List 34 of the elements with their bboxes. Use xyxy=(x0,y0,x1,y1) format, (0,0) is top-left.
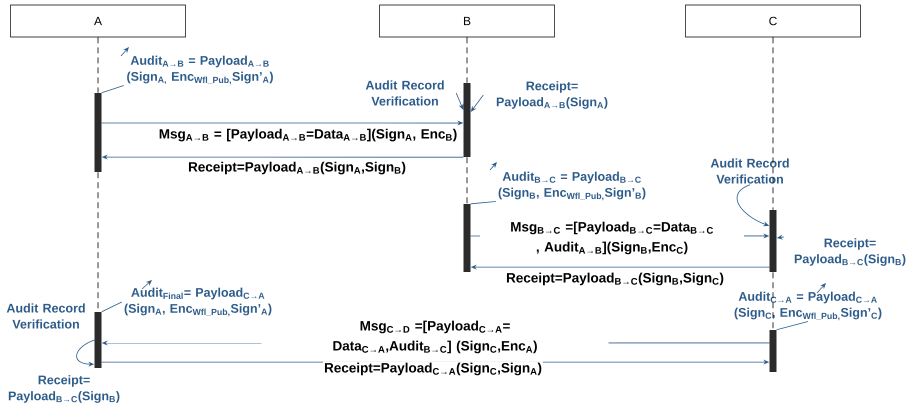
participant-box: B xyxy=(379,4,555,38)
note-text: Audit$_{Final}$= Payload$_{C→A}$ (Sign$_{A}$, Enc$_{Wfl_Pub,}$Sign’$_{A}$) xyxy=(122,286,274,318)
activation-bar xyxy=(464,204,470,272)
arrow xyxy=(470,94,484,112)
leader-line xyxy=(470,201,496,204)
activation-bar xyxy=(770,210,776,272)
note-text: Audit Record Verification xyxy=(354,79,456,107)
note-text: Audit$_{C→A}$ = Payload$_{C→A}$ (Sign$_{C}$, Enc$_{Wfl_Pub,}$Sign’$_{C}$) xyxy=(732,290,884,322)
message-label: Receipt=Payload$_{C→A}$(Sign$_{C}$,Sign$_{A}$) xyxy=(323,362,543,376)
note-text: Receipt= Payload$_{A→B}$(Sign$_{A}$) xyxy=(484,80,620,110)
message-label: Msg$_{C→D}$ =[Payload$_{C→A}$= Data$_{C→A}$,Audit$_{B→C}$] (Sign$_{C}$,Enc$_{A}$) xyxy=(262,320,608,354)
note-text: Receipt= Payload$_{B→C}$(Sign$_{B}$) xyxy=(0,374,130,404)
leader-line xyxy=(101,302,122,312)
note-text: Audit$_{B→C}$ = Payload$_{B→C}$ (Sign$_{B}$, Enc$_{Wfl_Pub,}$Sign’$_{B}$) xyxy=(496,170,648,202)
message-label: Receipt=Payload$_{B→C}$(Sign$_{B}$,Sign$_{C}$) xyxy=(505,272,725,286)
message-label: Receipt=Payload$_{A→B}$(Sign$_{A}$,Sign$_{B}$) xyxy=(187,160,407,176)
leader-line xyxy=(776,321,808,330)
note-text: Receipt= Payload$_{B→C}$(Sign$_{B}$) xyxy=(784,237,916,267)
lifeline xyxy=(466,36,468,84)
note-text: Audit Record Verification xyxy=(0,302,94,330)
participant-box: A xyxy=(10,4,186,38)
activation-bar xyxy=(770,330,776,372)
activation-bar xyxy=(94,93,102,172)
lifeline xyxy=(772,272,774,330)
message-label: Msg$_{A→B}$ = [Payload$_{A→B}$=Data$_{A→B}$](Sign$_{A}$, Enc$_{B}$) xyxy=(157,128,459,142)
note-text: Audit$_{A→B}$ = Payload$_{A→B}$ (Sign$_{A,}$ Enc$_{Wfl_Pub,}$Sign’$_{A}$) xyxy=(124,54,276,86)
participant-box: C xyxy=(685,4,861,38)
leader-line xyxy=(101,85,124,94)
activation-bar xyxy=(464,83,470,157)
message-label: Msg$_{B→C}$ =[Payload$_{B→C}$=Data$_{B→C}$ , Audit$_{A→B}$](Sign$_{B}$,Enc$_{C}$) xyxy=(480,220,744,256)
note-text: Audit Record Verification xyxy=(699,157,801,185)
lifeline xyxy=(772,36,774,210)
lifeline xyxy=(466,156,468,204)
activation-bar xyxy=(94,312,102,368)
